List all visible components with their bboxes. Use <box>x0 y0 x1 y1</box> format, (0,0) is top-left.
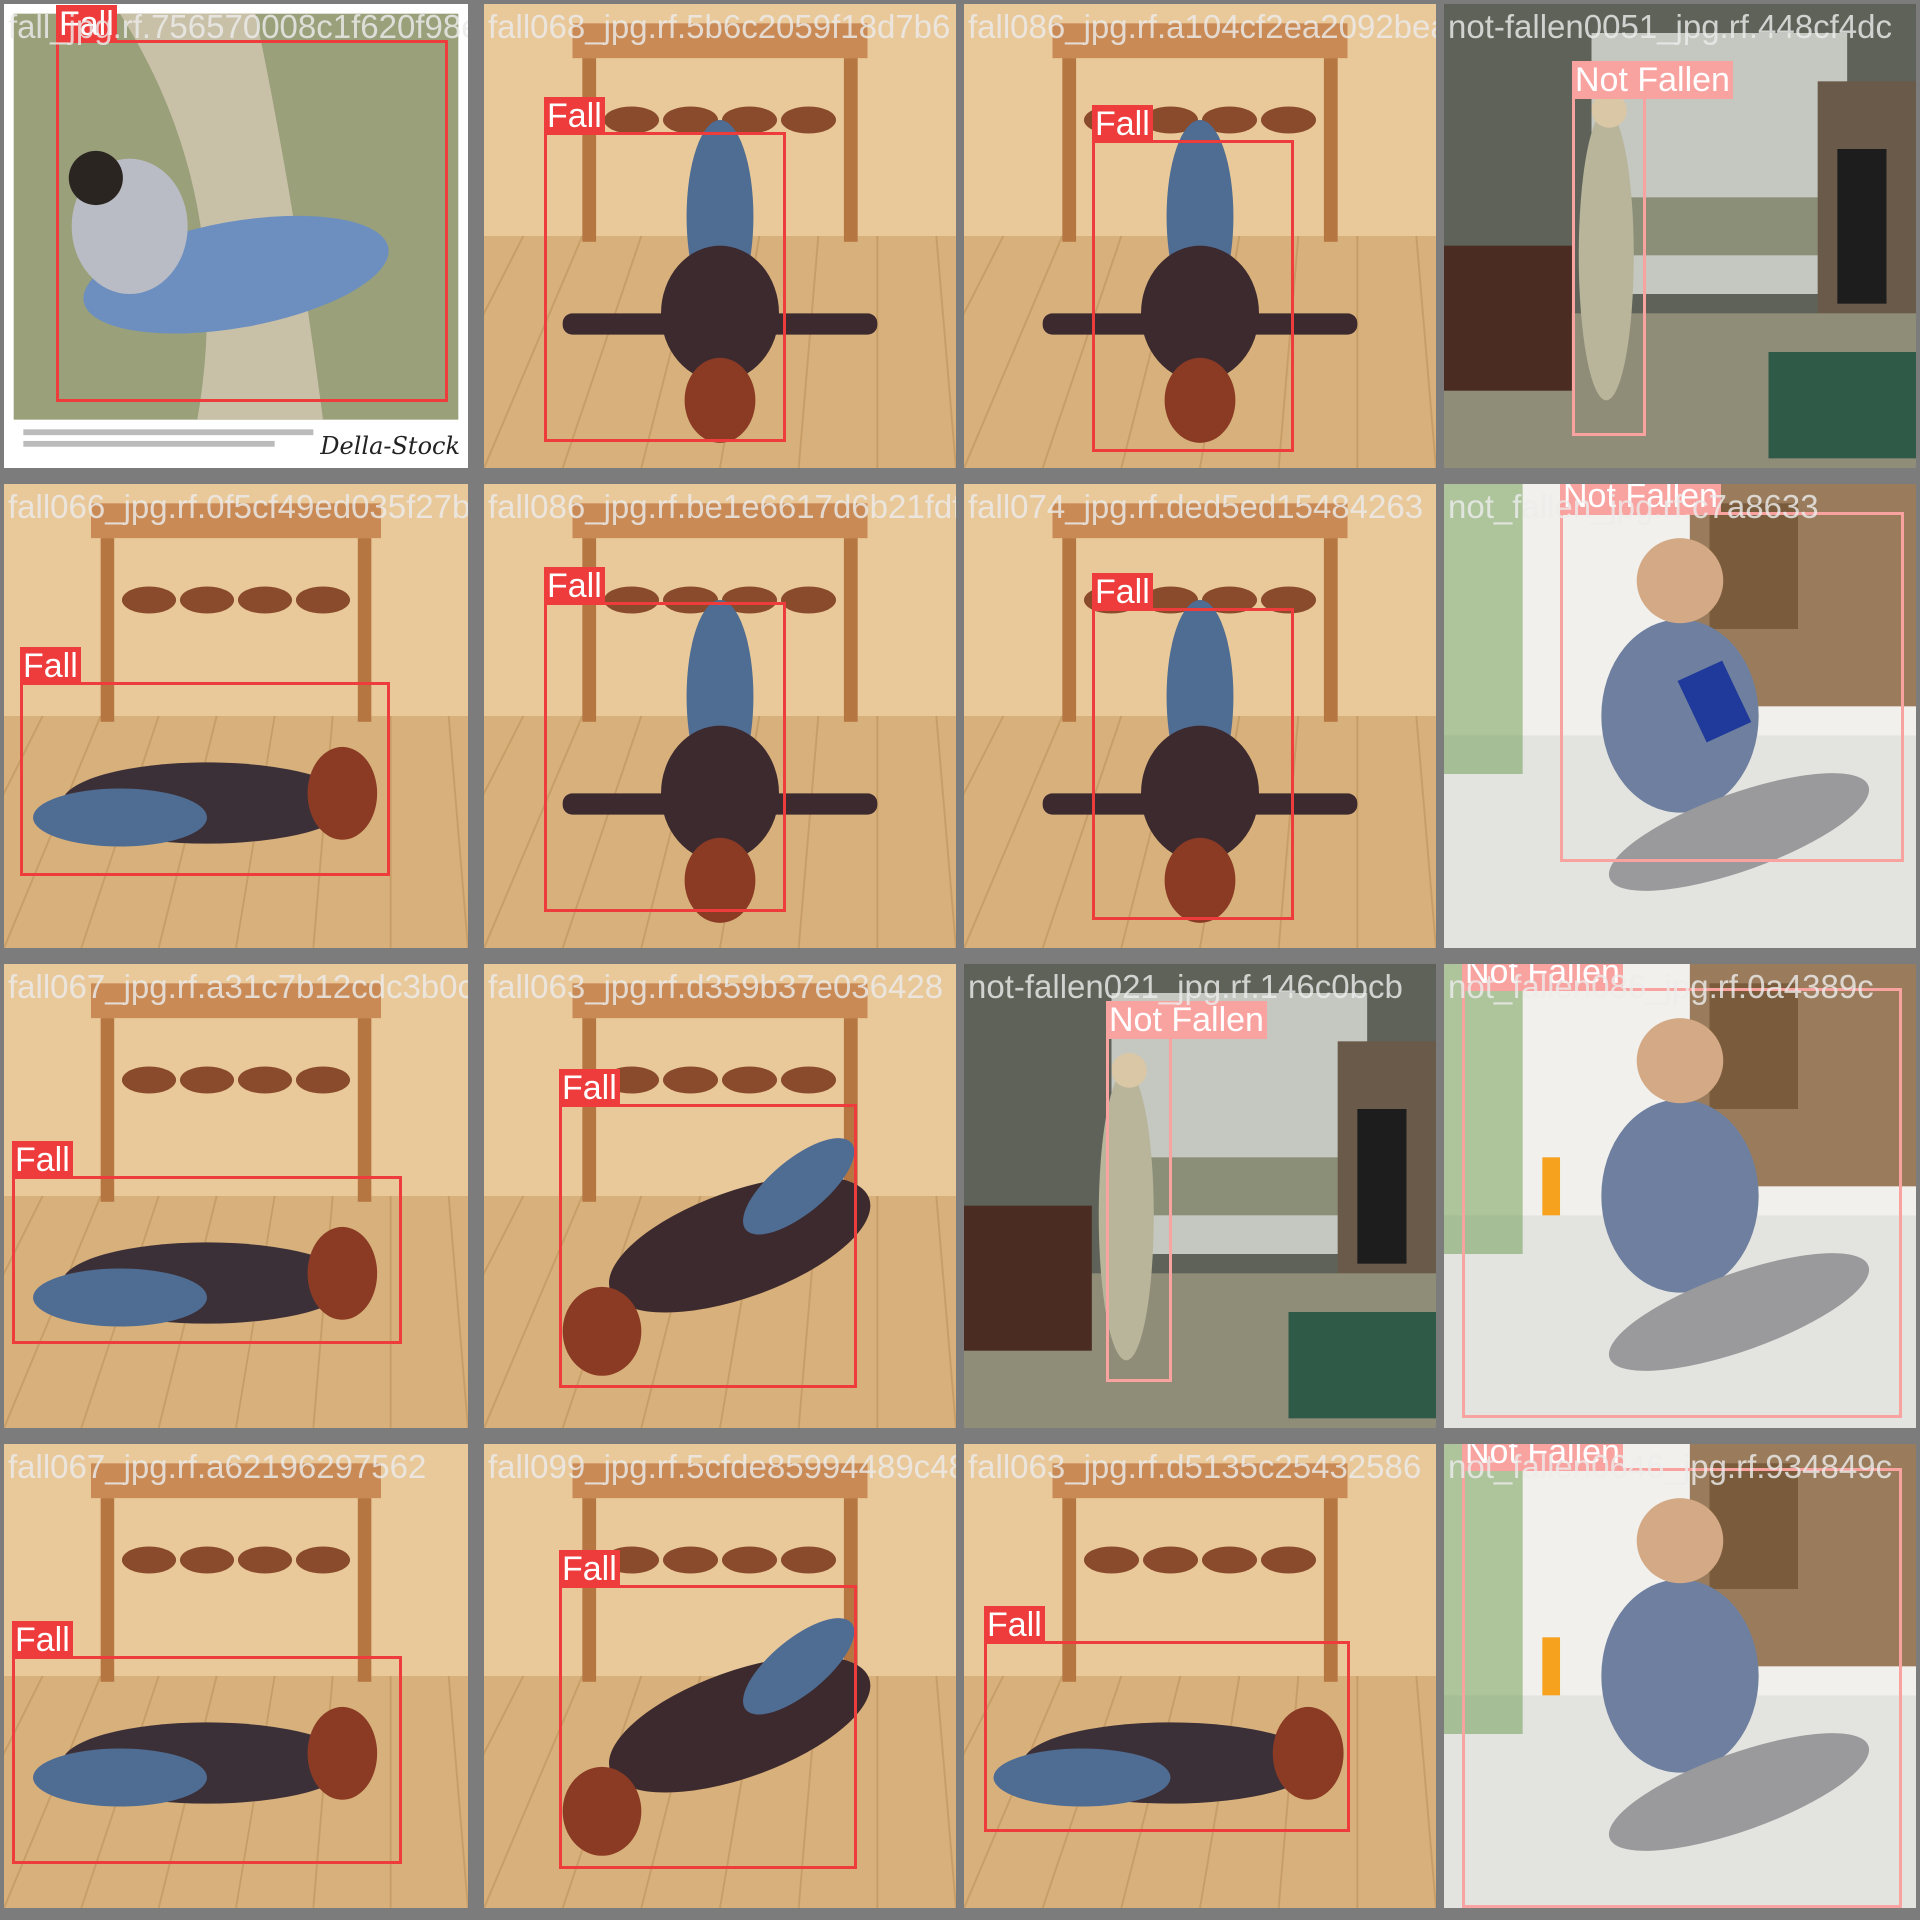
class-label: Fall <box>56 5 117 43</box>
class-label: Not Fallen <box>1462 964 1623 991</box>
scene-image <box>964 4 1436 468</box>
filename-label: not_fallen_jpg.rf.c7a8633 <box>1448 488 1819 525</box>
class-label: Fall <box>544 567 605 605</box>
filename-label: fall086_jpg.rf.be1e6617d6b21fdf47 <box>488 488 956 525</box>
image-tile: fall_jpg.rf.756570008c1f620f98e277b9b0b5… <box>4 4 468 468</box>
scene-image <box>484 964 956 1428</box>
fall-bounding-box: Fall <box>12 1141 402 1344</box>
class-label: Not Fallen <box>1106 1001 1267 1039</box>
fall-bounding-box: Fall <box>12 1621 402 1864</box>
filename-label: fall067_jpg.rf.a62196297562 <box>8 1448 427 1485</box>
class-label: Fall <box>984 1606 1045 1644</box>
fall-bounding-box: Fall <box>1092 105 1294 452</box>
scene-image <box>1444 1444 1916 1908</box>
filename-label: fall_jpg.rf.756570008c1f620f98e277b9b0b5… <box>8 8 468 45</box>
scene-image <box>484 1444 956 1908</box>
fall-bounding-box: Fall <box>559 1550 857 1869</box>
class-label: Not Fallen <box>1572 61 1733 99</box>
not-fallen-bounding-box: Not Fallen <box>1572 61 1733 436</box>
filename-label: not_fallen0646_jpg.rf.934849c <box>1448 1448 1893 1485</box>
filename-label: fall066_jpg.rf.0f5cf49ed035f27b6e8 <box>8 488 468 525</box>
class-label: Fall <box>1092 105 1153 143</box>
scene-image <box>4 964 468 1428</box>
class-label: Fall <box>1092 573 1153 611</box>
scene-image <box>964 484 1436 948</box>
scene-image <box>4 484 468 948</box>
filename-label: fall067_jpg.rf.a31c7b12cdc3b0c <box>8 968 468 1005</box>
fall-bounding-box: Fall <box>984 1606 1350 1832</box>
scene-image <box>484 4 956 468</box>
fall-bounding-box: Fall <box>56 5 448 402</box>
scene-image <box>1444 484 1916 948</box>
class-label: Fall <box>12 1621 73 1659</box>
filename-label: fall063_jpg.rf.d5135c25432586 <box>968 1448 1422 1485</box>
filename-label: not_fallen086_jpg.rf.0a4389c <box>1448 968 1874 1005</box>
not-fallen-bounding-box: Not Fallen <box>1560 484 1904 862</box>
image-tile: fall066_jpg.rf.0f5cf49ed035f27b6e8Fall <box>4 484 468 948</box>
fall-bounding-box: Fall <box>544 97 786 442</box>
filename-label: not-fallen021_jpg.rf.146c0bcb <box>968 968 1403 1005</box>
not-fallen-bounding-box: Not Fallen <box>1462 964 1902 1418</box>
not-fallen-bounding-box: Not Fallen <box>1462 1444 1902 1908</box>
scene-image <box>964 964 1436 1428</box>
filename-label: fall099_jpg.rf.5cfde85994489c48 <box>488 1448 956 1485</box>
class-label: Not Fallen <box>1462 1444 1623 1471</box>
scene-image <box>4 1444 468 1908</box>
scene-image <box>4 4 468 468</box>
class-label: Fall <box>559 1069 620 1107</box>
fall-bounding-box: Fall <box>1092 573 1294 920</box>
class-label: Fall <box>20 647 81 685</box>
fall-bounding-box: Fall <box>20 647 390 876</box>
filename-label: fall063_jpg.rf.d359b37e036428 <box>488 968 944 1005</box>
filename-label: fall086_jpg.rf.a104cf2ea2092bea3605 <box>968 8 1436 45</box>
not-fallen-bounding-box: Not Fallen <box>1106 1001 1267 1382</box>
class-label: Fall <box>12 1141 73 1179</box>
filename-label: fall074_jpg.rf.ded5ed15484263 <box>968 488 1424 525</box>
class-label: Fall <box>544 97 605 135</box>
scene-image <box>484 484 956 948</box>
watermark: Della-Stock <box>320 432 460 460</box>
filename-label: not-fallen0051_jpg.rf.448cf4dc <box>1448 8 1892 45</box>
scene-image <box>1444 964 1916 1428</box>
fall-bounding-box: Fall <box>544 567 786 912</box>
class-label: Fall <box>559 1550 620 1588</box>
fall-bounding-box: Fall <box>559 1069 857 1388</box>
filename-label: fall068_jpg.rf.5b6c2059f18d7b6 <box>488 8 951 45</box>
class-label: Not Fallen <box>1560 484 1721 515</box>
image-tile: fall086_jpg.rf.a104cf2ea2092bea3605Fall <box>964 4 1436 468</box>
